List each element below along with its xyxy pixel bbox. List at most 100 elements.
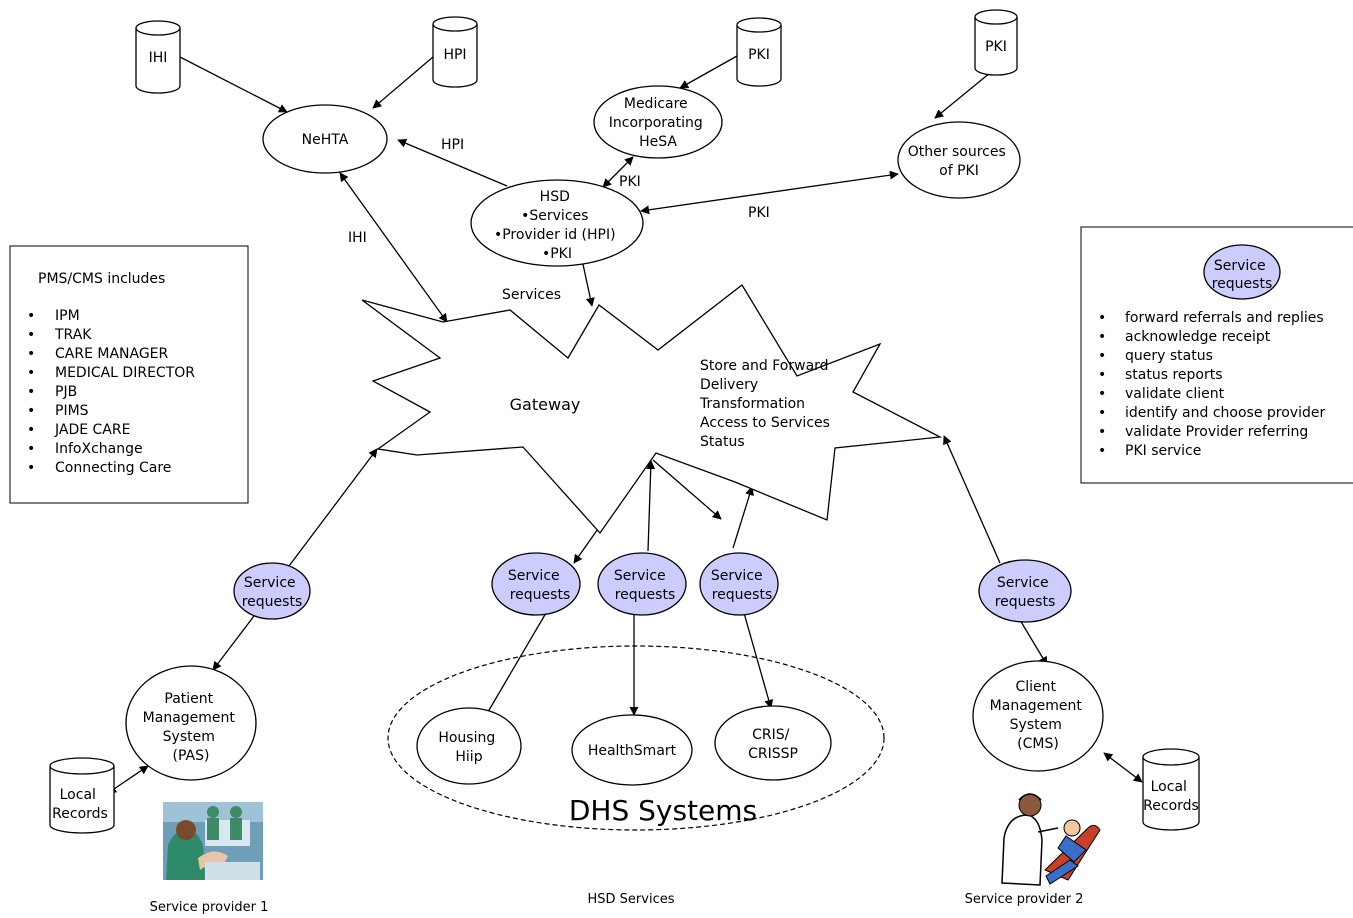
svg-text:forward referrals and replies: forward referrals and replies: [1125, 310, 1324, 326]
svg-text:•: •: [1098, 386, 1106, 402]
edge-nehta-gateway: [339, 172, 448, 323]
dhs-systems-label: DHS Systems: [569, 794, 757, 827]
edge-gateway-sr4: [652, 459, 722, 520]
svg-text:HPI: HPI: [443, 47, 466, 63]
edge-label-hpi: HPI: [441, 137, 464, 153]
hsd-node: HSD •Services •Provider id (HPI) •PKI: [470, 179, 644, 267]
ihi-database: IHI: [135, 20, 181, 94]
medicare-node: Medicare Incorporating HeSA: [593, 85, 723, 159]
svg-text:Client Management: Client Management System (CMS): [990, 679, 1087, 752]
svg-text:PKI: PKI: [985, 39, 1007, 55]
svg-text:•: •: [27, 308, 35, 324]
edge-hpi-nehta: [372, 56, 434, 109]
surgeons-clipart-icon: [163, 802, 263, 880]
svg-text:•: •: [27, 460, 35, 476]
edge-ihi-nehta: [179, 56, 288, 113]
svg-text:•: •: [1098, 367, 1106, 383]
gateway-star: [361, 284, 943, 535]
pms-cms-box: PMS/CMS includes •IPM •TRAK •CARE MANAGE…: [9, 245, 249, 504]
svg-text:•: •: [27, 441, 35, 457]
svg-text:CRIS/ CRISSP: CRIS/ CRISSP: [748, 727, 798, 762]
nehta-node: NeHTA: [262, 104, 388, 174]
edge-cms-local: [1103, 752, 1143, 783]
edge-sr4-cris: [743, 612, 774, 709]
svg-text:PKI service: PKI service: [1125, 443, 1201, 459]
svg-text:•: •: [27, 327, 35, 343]
svg-text:acknowledge receipt: acknowledge receipt: [1125, 329, 1271, 345]
service-requests-box: Service requests • forward referrals and …: [1080, 226, 1353, 484]
service-requests-healthsmart: Service requests: [597, 552, 687, 616]
local-records-right-database: Local Records: [1142, 748, 1200, 831]
pki-medicare-database: PKI: [736, 17, 782, 87]
gateway-label: Gateway: [510, 395, 581, 414]
local-records-left-database: Local Records: [49, 757, 115, 834]
svg-text:TRAK: TRAK: [54, 327, 92, 343]
svg-text:PJB: PJB: [55, 384, 77, 400]
svg-text:•: •: [1098, 348, 1106, 364]
pki-other-database: PKI: [974, 9, 1018, 76]
svg-text:•: •: [27, 365, 35, 381]
edge-sr1-pas: [212, 615, 255, 671]
edge-pki-medicare: [679, 55, 738, 89]
edge-sr4-gateway: [732, 486, 754, 549]
svg-text:InfoXchange: InfoXchange: [55, 441, 143, 457]
svg-text:Service requests: Service requests: [614, 568, 675, 603]
caption-service-provider-1: Service provider 1: [150, 900, 269, 915]
svg-text:HealthSmart: HealthSmart: [588, 743, 677, 759]
svg-text:PKI: PKI: [748, 47, 770, 63]
svg-text:•: •: [27, 422, 35, 438]
svg-text:•: •: [27, 403, 35, 419]
svg-text:Connecting Care: Connecting Care: [55, 460, 171, 476]
svg-text:•: •: [27, 346, 35, 362]
svg-text:Service requests: Service requests: [508, 568, 570, 603]
healthsmart-node: HealthSmart: [571, 714, 693, 786]
edge-pas-local: [107, 765, 149, 794]
svg-text:CARE MANAGER: CARE MANAGER: [55, 346, 169, 362]
other-pki-node: Other sources of PKI: [897, 121, 1021, 199]
svg-text:Patient Management: Patient Management System (PAS): [143, 691, 240, 764]
svg-text:status reports: status reports: [1125, 367, 1223, 383]
svg-text:Local Records: Local Records: [52, 787, 108, 822]
svg-text:Local Records: Local Records: [1143, 779, 1199, 814]
svg-text:validate client: validate client: [1125, 386, 1225, 402]
caption-hsd-services: HSD Services: [588, 892, 675, 907]
edge-sr3-gateway: [646, 460, 656, 552]
svg-text:Other sources of PKI: Other sources of PKI: [908, 144, 1010, 179]
svg-text:identify and choose provider: identify and choose provider: [1125, 405, 1325, 421]
caption-service-provider-2: Service provider 2: [965, 892, 1084, 907]
pas-node: Patient Management System (PAS): [125, 665, 257, 781]
svg-text:•: •: [1098, 329, 1106, 345]
edge-medicare-hsd: [602, 156, 634, 188]
edge-gateway-sr1: [288, 448, 378, 567]
svg-text:Medicare Incorporating: Medicare Incorporating HeSA: [609, 96, 707, 150]
service-requests-provider2: Service requests: [978, 559, 1072, 623]
service-requests-housing: Service requests: [491, 552, 581, 616]
edge-hsd-other: [640, 170, 899, 215]
svg-text:PIMS: PIMS: [55, 403, 89, 419]
dentist-clipart-icon: [1001, 793, 1101, 886]
edge-label-services: Services: [502, 287, 561, 303]
svg-text:•: •: [1098, 310, 1106, 326]
edge-pki-other: [934, 67, 997, 119]
svg-text:IHI: IHI: [149, 50, 168, 66]
svg-text:•: •: [1098, 443, 1106, 459]
service-requests-provider1: Service requests: [233, 562, 311, 620]
edge-hsd-nehta: [397, 139, 508, 187]
svg-text:NeHTA: NeHTA: [302, 132, 349, 148]
gateway-functions: Store and Forward Delivery Transformatio…: [699, 358, 834, 450]
svg-text:validate Provider referring: validate Provider referring: [1125, 424, 1308, 440]
edge-gateway-sr-right: [943, 435, 1001, 564]
edge-sr-right-cms: [1019, 619, 1048, 666]
svg-text:•: •: [1098, 405, 1106, 421]
svg-text:•: •: [1098, 424, 1106, 440]
service-requests-cris: Service requests: [699, 552, 779, 616]
hpi-database: HPI: [432, 16, 478, 88]
svg-text:Housing Hiip: Housing Hiip: [438, 730, 499, 765]
cris-crissp-node: CRIS/ CRISSP: [714, 705, 832, 781]
svg-text:IPM: IPM: [55, 308, 80, 324]
housing-hiip-node: Housing Hiip: [416, 707, 522, 785]
svg-text:JADE CARE: JADE CARE: [54, 422, 130, 438]
svg-text:Service requests: Service requests: [242, 575, 303, 610]
edge-label-ihi: IHI: [348, 230, 367, 246]
svg-text:Service requests: Service requests: [1212, 258, 1273, 292]
